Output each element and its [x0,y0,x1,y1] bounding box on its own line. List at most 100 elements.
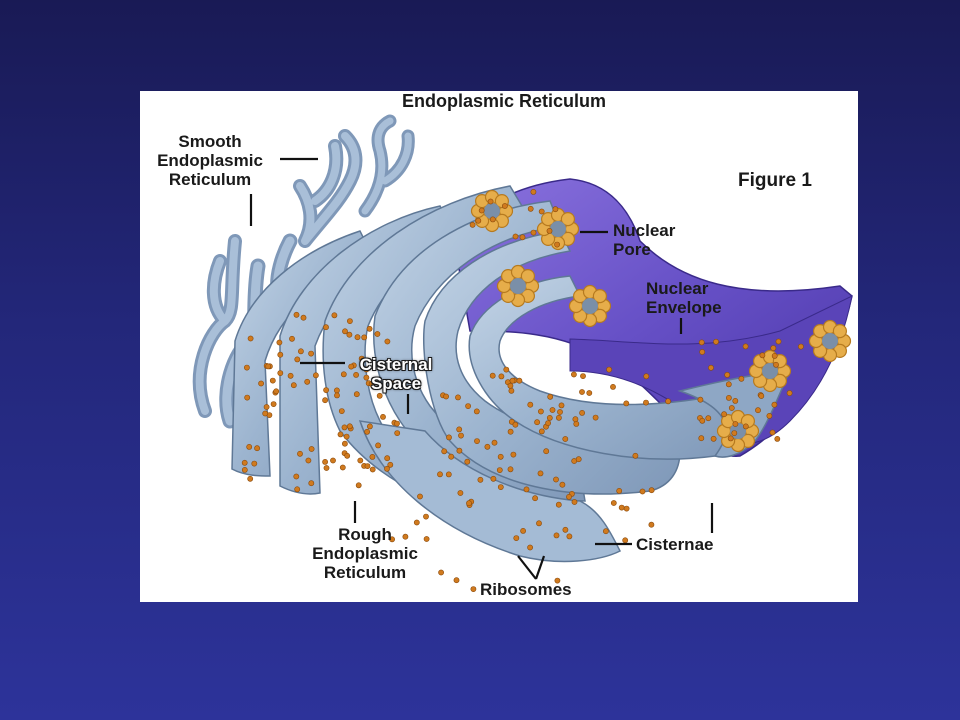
ribosome-dot [363,366,370,373]
ribosome-dot [387,461,394,468]
ribosome-dot [331,312,338,319]
ribosome-dot [353,391,360,398]
ribosome-dot [774,435,781,442]
ribosome-dot [491,439,498,446]
ribosome-dot [490,475,497,482]
ribosome-dot [618,504,625,511]
ribosome-dot [443,393,449,400]
ribosome-dot [469,221,476,228]
ribosome-dot [363,374,370,381]
ribosome-dot [509,377,516,384]
ribosome-dot [773,361,779,368]
ribosome-dot [573,420,580,427]
ribosome-dot [423,513,429,520]
ribosome-dot [538,428,545,435]
pore-bead [592,289,607,304]
ribosome-dot [470,586,477,592]
ribosome-dot [766,412,773,419]
ribosome-dot [496,467,503,473]
nuclear-pore-ring [808,319,852,363]
ribosome-dot [643,399,649,406]
ribosome-dot [545,420,551,426]
ribosome-dot [287,372,294,379]
pore-channel [510,278,526,294]
ribosome-dot [364,428,370,435]
ribosome-dot [586,390,593,396]
ribosome-dot [775,338,782,345]
label-nuclear-envelope-line-1: Nuclear [646,279,709,298]
ribosome-dot [575,456,582,463]
ribosome-dot [579,389,585,395]
ribosome-dot [244,364,250,371]
ribosome-dot [557,409,563,415]
ribosome-dot [553,532,560,539]
ribosome-dot [555,414,562,421]
ribosome-dot [375,442,381,449]
ribosome-dot [456,426,463,433]
ribosome-dot [358,355,365,362]
ribosome-dot [610,383,616,390]
ribosome-dot [648,521,655,528]
ribosome-dot [553,476,559,483]
ribosome-dot [445,471,452,478]
ribosome-dot [294,486,301,493]
ribosome-dot [330,457,336,464]
ribosome-dot [579,409,585,416]
ribosome-dot [455,394,461,401]
label-nuclear-pore-line-2: Pore [613,240,651,259]
ribosome-dot [731,430,738,436]
ribosome-dot [458,432,464,439]
ribosome-dot [475,217,482,224]
ribosome-dot [623,505,630,512]
ribosome-dot [537,470,544,477]
ribosome-dot [342,328,348,335]
ribosome-dot [448,453,455,460]
ribosome-dot [580,373,586,379]
ribosome-dot [289,335,295,342]
ribosome-dot [241,459,248,466]
ribosome-dot [527,544,533,551]
ribosome-dot [357,457,364,464]
ribosome-dot [698,435,705,442]
ribosome-dot [394,420,400,427]
label-nuclear-pore-line-1: Nuclear [613,221,676,240]
ribosome-dot [413,519,420,526]
ribosome-dot [369,466,376,473]
ribosome-dot [297,348,304,355]
ribosome-dot [728,405,735,411]
ribosome-dot [247,475,254,482]
ribosome-dot [639,488,646,495]
label-cisternae: Cisternae [636,535,714,554]
ribosome-dot [759,352,766,359]
ribosome-dot [308,480,315,487]
ribosome-dot [277,370,284,376]
pore-channel [484,203,500,219]
ribosome-dot [742,343,749,350]
ribosome-dot [507,466,514,473]
ribosome-dot [592,414,599,421]
ribosome-dot [246,443,253,450]
ribosome-dot [497,453,504,460]
ribosome-dot [304,378,311,385]
ribosome-dot [543,448,550,455]
ribosome-dot [538,208,545,215]
ribosome-dot [258,380,264,387]
label-cisternal-space-line-1: Cisternal [359,355,433,374]
ribosome-dot [786,390,793,396]
ribosome-dot [537,408,544,415]
ribosome-dot [333,387,340,394]
label-rough-er: Rough Endoplasmic Reticulum [295,525,435,582]
ribosome-dot [562,526,569,533]
ribosome-dot [361,334,368,341]
ribosome-dot [276,339,283,346]
ribosome-dot [610,500,617,506]
ribosome-dot [376,392,383,399]
pore-channel [550,221,566,237]
ribosome-dot [532,495,538,502]
ribosome-dot [732,421,739,427]
ribosome-dot [559,481,566,488]
ribosome-dot [437,471,443,478]
ribosome-dot [308,446,315,452]
nuclear-pore-ring [568,284,612,328]
ribosome-dot [374,331,381,337]
